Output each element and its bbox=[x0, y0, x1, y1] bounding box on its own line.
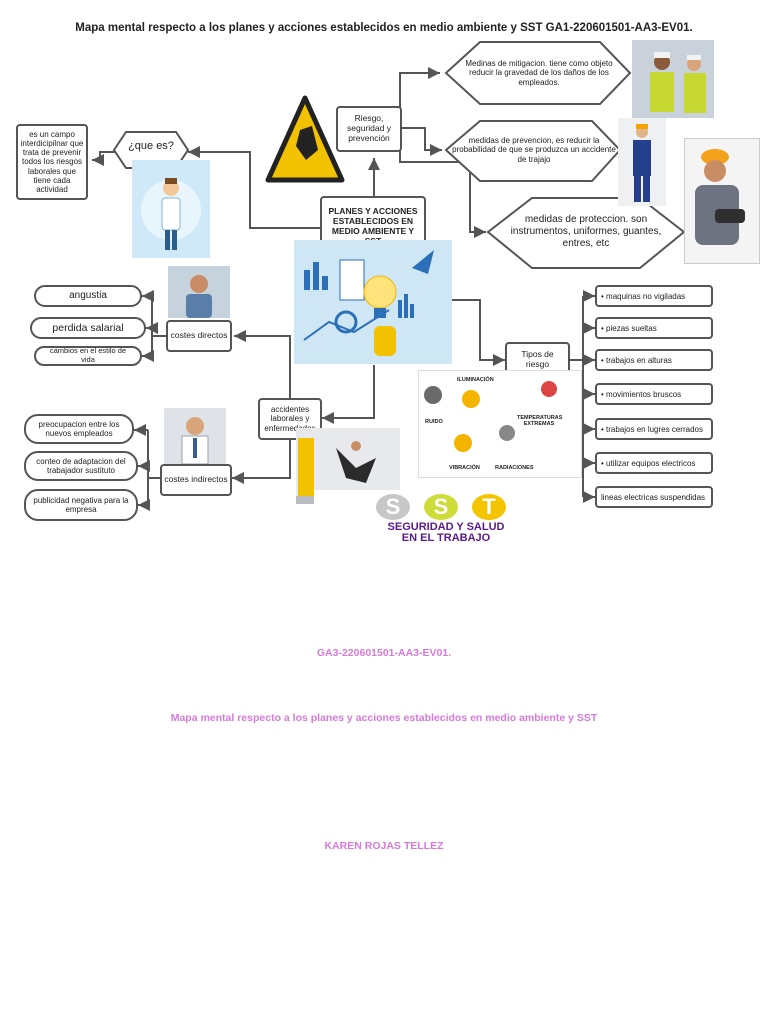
sst-letter: S bbox=[376, 494, 410, 520]
warning-triangle-icon bbox=[265, 95, 345, 183]
costes-indirectos-box: costes indirectos bbox=[160, 464, 232, 496]
directo-item: perdida salarial bbox=[30, 317, 146, 339]
mitigacion-text: Medinas de mitigacion. tiene como objeto… bbox=[465, 58, 613, 87]
accidentes-box: accidentes laborales y enfermedades bbox=[258, 398, 322, 440]
indirecto-item: publicidad negativa para la empresa bbox=[24, 489, 138, 521]
label-radiaciones: RADIACIONES bbox=[495, 465, 534, 471]
stressed-person-photo bbox=[168, 266, 230, 318]
sst-caption-1: SEGURIDAD Y SALUD bbox=[387, 521, 505, 533]
footer-author: KAREN ROJAS TELLEZ bbox=[324, 840, 444, 852]
que-es-label: ¿que es? bbox=[128, 140, 174, 152]
label-iluminacion: ILUMINACIÓN bbox=[457, 377, 494, 383]
label-vibracion: VIBRACIÓN bbox=[449, 465, 480, 471]
page-title: Mapa mental respecto a los planes y acci… bbox=[75, 22, 693, 34]
workers-photo bbox=[632, 40, 714, 118]
risk-types-illustration: ILUMINACIÓN RUIDO TEMPERATURAS EXTREMAS … bbox=[418, 370, 582, 478]
label-ruido: RUIDO bbox=[425, 419, 443, 425]
worried-person-photo bbox=[164, 408, 226, 464]
tipo-item: lineas electricas suspendidas bbox=[595, 486, 713, 508]
sst-letter: T bbox=[472, 494, 506, 520]
prevencion-text: medidas de prevencion, es reducir la pro… bbox=[452, 135, 616, 164]
footer-code: GA3-220601501-AA3-EV01. bbox=[316, 647, 452, 659]
footer-title: Mapa mental respecto a los planes y acci… bbox=[170, 712, 598, 724]
directo-item: angustia bbox=[34, 285, 142, 307]
costes-directos-box: costes directos bbox=[166, 320, 232, 352]
riesgo-box: Riesgo, seguridad y prevención bbox=[336, 106, 402, 152]
indirecto-item: preocupacion entre los nuevos empleados bbox=[24, 414, 134, 444]
mechanic-photo bbox=[618, 118, 666, 206]
tipo-item: • trabajos en lugres cerrados bbox=[595, 418, 713, 440]
tipo-item: • trabajos en alturas bbox=[595, 349, 713, 371]
directo-item: cambios en el estilo de vida bbox=[34, 346, 142, 366]
sst-caption-2: EN EL TRABAJO bbox=[401, 532, 491, 544]
doctor-illustration bbox=[132, 160, 210, 258]
hardhat-worker-photo bbox=[684, 138, 760, 264]
indirecto-item: conteo de adaptacion del trabajador sust… bbox=[24, 451, 138, 481]
label-temperaturas: TEMPERATURAS EXTREMAS bbox=[517, 415, 563, 427]
proteccion-text: medidas de proteccion. son instrumentos,… bbox=[510, 214, 662, 249]
hex-mitigacion bbox=[444, 41, 632, 105]
definicion-box: es un campo interdicipilnar que trata de… bbox=[16, 124, 88, 200]
planning-illustration bbox=[294, 240, 452, 364]
sst-letter: S bbox=[424, 494, 458, 520]
tipo-item: • maquinas no vigiladas bbox=[595, 285, 713, 307]
tipo-item: • utilizar equipos electricos bbox=[595, 452, 713, 474]
tipo-item: • movimientos bruscos bbox=[595, 383, 713, 405]
tipo-item: • piezas sueltas bbox=[595, 317, 713, 339]
sst-logo: S S T SEGURIDAD Y SALUD EN EL TRABAJO bbox=[314, 490, 578, 544]
